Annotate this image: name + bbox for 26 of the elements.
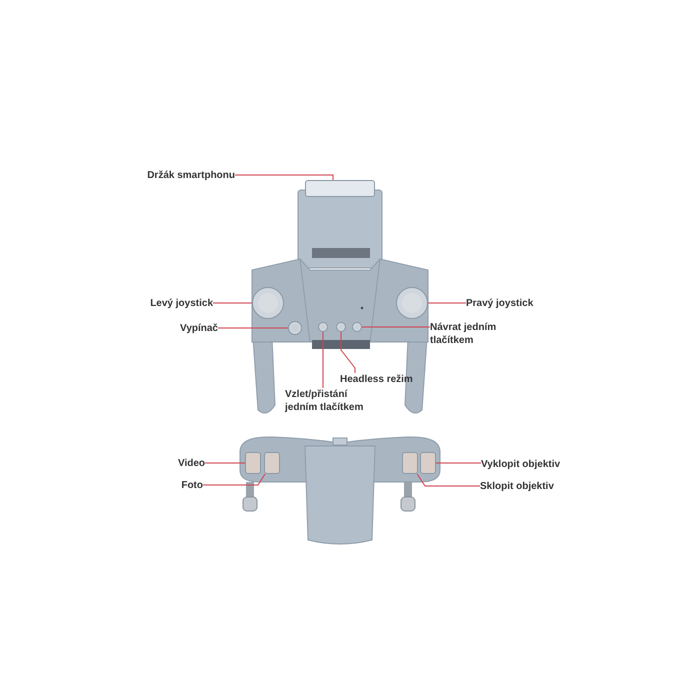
callout-label: Vyklopit objektiv: [481, 458, 573, 471]
leader-line: [212, 302, 252, 304]
leader-line: [322, 332, 324, 388]
leader-line: [362, 326, 430, 328]
side-button: [402, 452, 418, 474]
callout-label: Sklopit objektiv: [480, 480, 566, 493]
callout-label: Držák smartphonu: [140, 169, 235, 182]
leader-line: [202, 474, 266, 486]
callout-label: Vypínač: [160, 322, 218, 335]
callout-label: Levý joystick: [140, 297, 213, 310]
leader-line: [204, 462, 246, 464]
callout-label: Video: [160, 457, 205, 470]
leader-line: [234, 174, 334, 180]
callout-label: Pravý joystick: [466, 297, 546, 310]
side-button: [420, 452, 436, 474]
callout-label: Návrat jedním tlačítkem: [430, 321, 502, 347]
leader-line: [340, 332, 356, 374]
leader-line: [416, 474, 480, 486]
callout-label: Headless režim: [340, 373, 420, 386]
leader-line: [428, 302, 466, 304]
callout-label: Vzlet/přistání jedním tlačítkem: [285, 388, 371, 414]
side-button: [245, 452, 261, 474]
phone-holder-clamp: [305, 180, 375, 197]
callout-label: Foto: [160, 479, 203, 492]
leader-line: [436, 462, 482, 464]
side-button: [264, 452, 280, 474]
